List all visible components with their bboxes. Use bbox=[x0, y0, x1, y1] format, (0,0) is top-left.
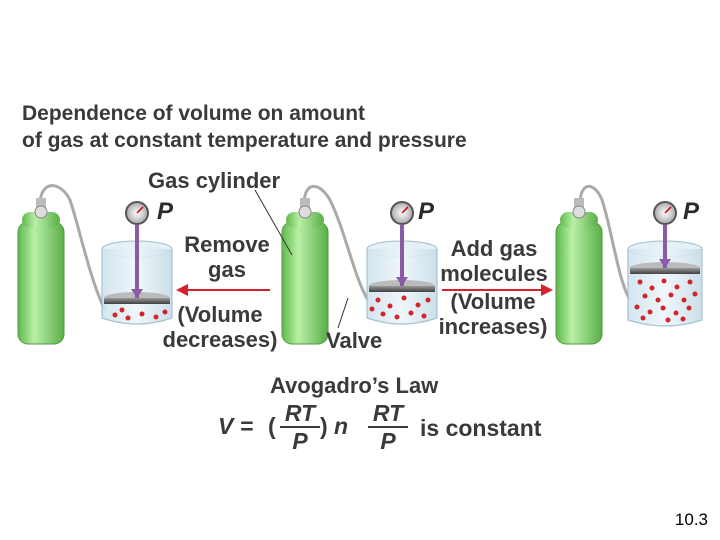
formula-fraction-2: RT P bbox=[368, 401, 408, 454]
volume-increases-line-2: increases) bbox=[438, 314, 548, 339]
remove-gas-label: Remove gas bbox=[172, 232, 282, 282]
valve-pointer bbox=[337, 297, 349, 329]
add-gas-line-1: Add gas bbox=[450, 236, 538, 261]
volume-increases-line-1: (Volume bbox=[450, 289, 536, 314]
gas-cylinder-pointer bbox=[254, 189, 293, 256]
apparatus-2 bbox=[281, 184, 438, 345]
gas-hose bbox=[302, 184, 370, 301]
pressure-label-2: P bbox=[418, 198, 435, 225]
remove-gas-line-1: Remove bbox=[184, 232, 270, 257]
slide-number: 10.3 bbox=[674, 510, 708, 529]
remove-gas-arrow bbox=[176, 284, 270, 296]
fraction-2-numerator: RT bbox=[368, 401, 408, 428]
add-gas-label: Add gas molecules bbox=[430, 236, 558, 286]
volume-decreases-label: (Volume decreases) bbox=[150, 302, 290, 352]
pressure-label-3: P bbox=[683, 198, 700, 225]
gas-hose bbox=[578, 184, 632, 301]
title-line-1: Dependence of volume on amount bbox=[22, 102, 366, 125]
law-title: Avogadro’s Law bbox=[270, 373, 439, 398]
add-gas-arrow bbox=[442, 284, 553, 296]
gas-molecules bbox=[634, 278, 698, 323]
gas-molecules bbox=[112, 307, 168, 321]
gas-cylinder-label: Gas cylinder bbox=[148, 168, 281, 193]
fraction-1-denominator: P bbox=[292, 428, 308, 454]
title-line-2: of gas at constant temperature and press… bbox=[22, 129, 467, 152]
formula-open-paren: ( bbox=[268, 413, 276, 439]
remove-gas-line-2: gas bbox=[208, 257, 246, 282]
volume-decreases-line-2: decreases) bbox=[162, 327, 278, 352]
fraction-1-numerator: RT bbox=[280, 401, 320, 428]
pressure-gauge bbox=[390, 201, 414, 286]
apparatus-1 bbox=[17, 184, 173, 345]
valve-label: Valve bbox=[326, 328, 383, 353]
formula-close-paren: ) bbox=[320, 413, 328, 439]
pressure-gauge bbox=[653, 201, 677, 268]
gas-cylinder bbox=[555, 198, 603, 345]
formula-fraction-1: RT P bbox=[280, 401, 320, 454]
pressure-gauge bbox=[125, 201, 149, 298]
gas-cylinder bbox=[281, 198, 329, 345]
apparatus-3 bbox=[555, 184, 703, 345]
formula-n: n bbox=[334, 413, 349, 439]
gas-cylinder bbox=[17, 198, 65, 345]
volume-decreases-line-1: (Volume bbox=[177, 302, 263, 327]
fraction-2-denominator: P bbox=[380, 428, 396, 454]
formula-constant-text: is constant bbox=[420, 415, 542, 441]
diagram-title: Dependence of volume on amount of gas at… bbox=[22, 100, 602, 154]
pressure-label-1: P bbox=[157, 198, 174, 225]
gas-molecules bbox=[369, 295, 431, 320]
gas-hose bbox=[38, 184, 107, 311]
formula-v-equals: V = bbox=[218, 413, 254, 439]
add-gas-line-2: molecules bbox=[440, 261, 548, 286]
volume-increases-label: (Volume increases) bbox=[428, 289, 558, 339]
